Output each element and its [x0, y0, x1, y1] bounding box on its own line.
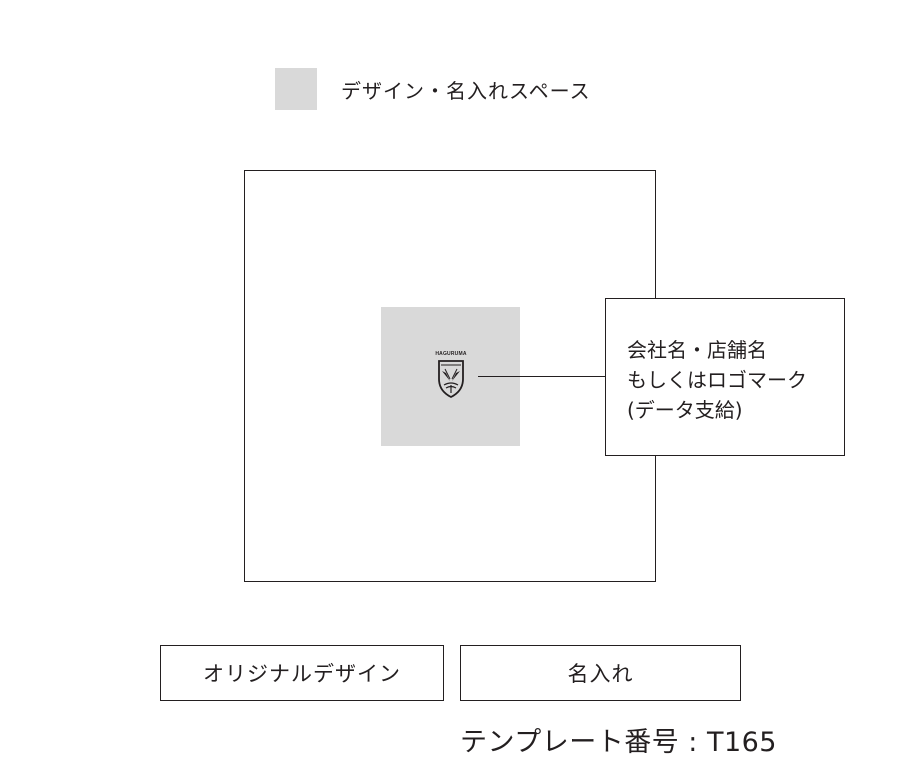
legend-label: デザイン・名入れスペース [341, 78, 591, 103]
callout-line-data: (データ支給) [627, 398, 743, 422]
legend-swatch [275, 68, 317, 110]
legend: デザイン・名入れスペース [275, 68, 591, 110]
callout-box: 会社名・店舗名 もしくはロゴマーク (データ支給) [605, 298, 845, 456]
callout-line-logo: もしくはロゴマーク [627, 368, 807, 392]
callout-leader-line [478, 376, 605, 377]
option-original-design[interactable]: オリジナルデザイン [160, 645, 444, 701]
haguruma-logo: HAGURUMA [429, 351, 473, 403]
option-name-print[interactable]: 名入れ [460, 645, 741, 701]
logo-text: HAGURUMA [435, 351, 467, 357]
shield-emblem-icon [438, 360, 464, 399]
template-number: テンプレート番号 : T165 [460, 727, 777, 758]
callout-line-company: 会社名・店舗名 [627, 338, 767, 362]
